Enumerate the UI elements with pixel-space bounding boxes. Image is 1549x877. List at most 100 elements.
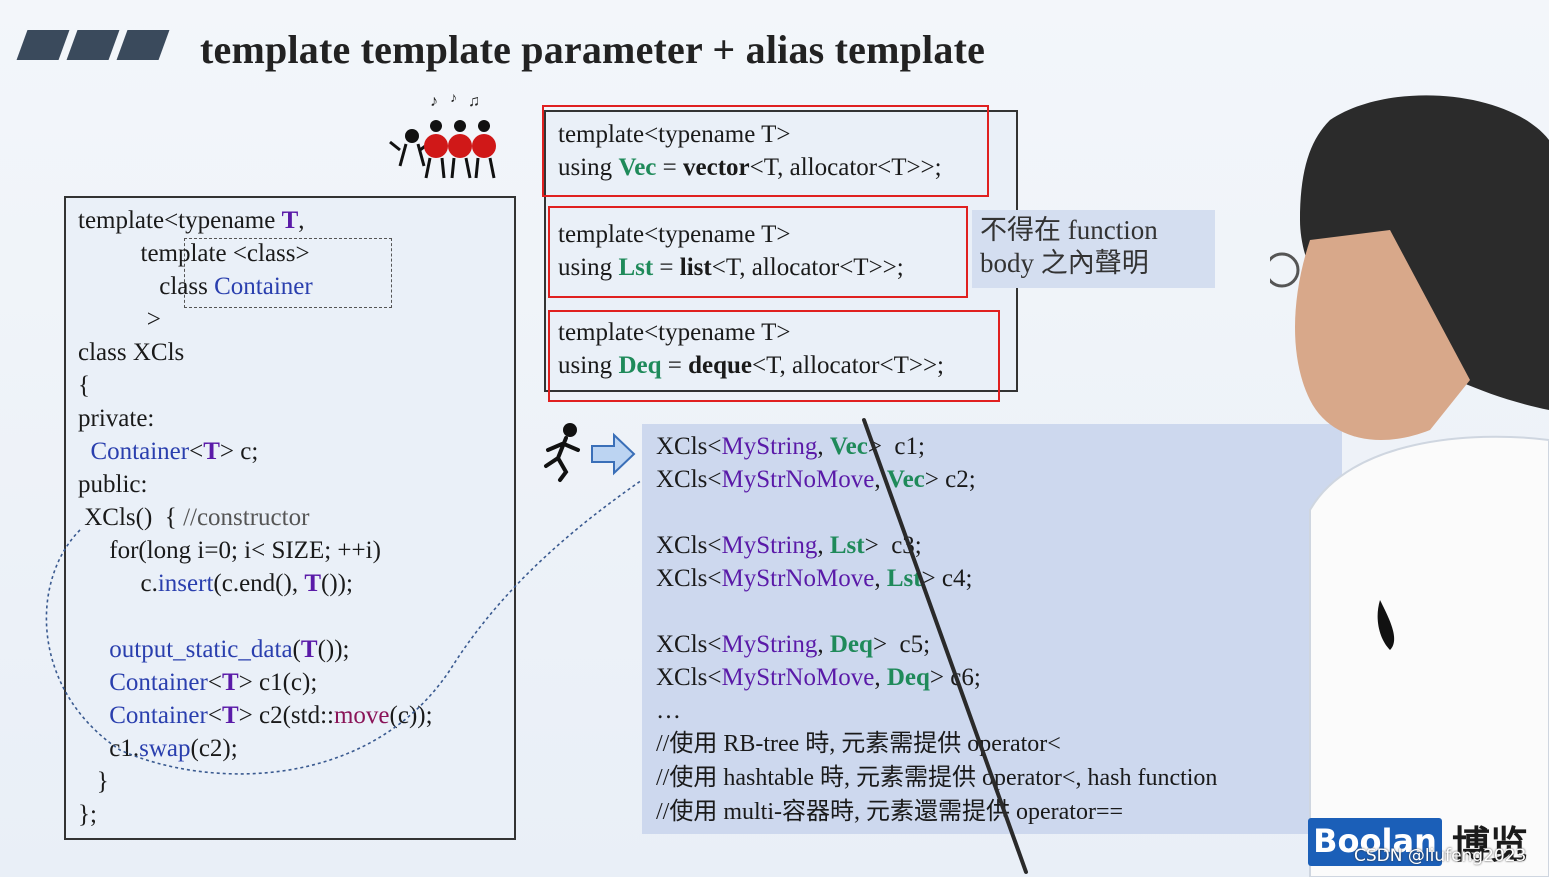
usage-comment: //使用 hashtable 時, 元素需提供 operator<, hash … xyxy=(656,765,1218,791)
code-text: < xyxy=(207,669,222,696)
code-line: class Container xyxy=(78,273,313,300)
code-text: deque xyxy=(688,352,753,379)
code-text: > c2; xyxy=(924,466,976,493)
code-type-param: T xyxy=(281,207,299,234)
code-line: template<typename T> xyxy=(558,221,791,248)
code-text: output_static_data xyxy=(109,636,293,663)
speaker-figure xyxy=(1270,95,1549,877)
alias-note: 不得在 function body 之內聲明 xyxy=(972,210,1215,288)
code-text: , xyxy=(874,664,887,691)
code-line: c1.swap(c2); xyxy=(78,735,238,762)
code-text: Container xyxy=(109,669,208,696)
code-text: c1. xyxy=(109,735,140,762)
code-line: using Vec = vector<T, allocator<T>>; xyxy=(558,154,942,181)
code-line: template <class> xyxy=(78,240,310,267)
code-line: for(long i=0; i< SIZE; ++i) xyxy=(78,537,381,564)
code-text: swap xyxy=(139,735,191,762)
slide-title: template template parameter + alias temp… xyxy=(200,27,986,72)
usage-examples-box: XCls<MyString, Vec> c1; XCls<MyStrNoMove… xyxy=(642,424,1342,834)
code-container-param: Container xyxy=(214,273,313,300)
alias-name: Deq xyxy=(618,352,662,379)
vec-alias-code: template<typename T> using Vec = vector<… xyxy=(558,118,942,184)
code-text: ()); xyxy=(317,636,350,663)
code-text: , xyxy=(298,207,305,234)
code-text: (c2); xyxy=(190,735,238,762)
template-template-param-box xyxy=(184,238,392,308)
code-text: > c2(std:: xyxy=(238,702,334,729)
code-text: } xyxy=(96,768,109,795)
code-text: class xyxy=(159,273,215,300)
xcls-code: template<typename T, template <class> cl… xyxy=(78,204,433,831)
deq-highlight-box xyxy=(548,310,1000,402)
code-text: T xyxy=(221,702,239,729)
usage-line: XCls<MyStrNoMove, Vec> c2; xyxy=(656,466,976,493)
code-text: insert xyxy=(157,570,214,597)
code-text: XCls< xyxy=(656,466,722,493)
code-text: MyStrNoMove xyxy=(721,565,875,592)
code-line: c.insert(c.end(), T()); xyxy=(78,570,353,597)
code-text: template <class> xyxy=(140,240,310,267)
code-text: MyString xyxy=(721,631,818,658)
code-line: Container<T> c; xyxy=(78,438,259,465)
dotted-connector xyxy=(45,479,643,775)
code-text: , xyxy=(874,565,887,592)
svg-text:♫: ♫ xyxy=(468,93,480,110)
code-text: MyStrNoMove xyxy=(721,466,875,493)
code-text: (c)); xyxy=(389,702,433,729)
code-text: XCls() { xyxy=(84,504,184,531)
code-text: , xyxy=(817,532,830,559)
pointer-stick xyxy=(862,418,1028,874)
code-text: XCls< xyxy=(656,664,722,691)
code-text: , xyxy=(874,466,887,493)
code-text: <T, allocator<T>>; xyxy=(711,254,904,281)
usage-comment: //使用 multi-容器時, 元素還需提供 operator== xyxy=(656,799,1124,825)
xcls-code-box: template<typename T, template <class> cl… xyxy=(64,196,516,840)
code-line: using Lst = list<T, allocator<T>>; xyxy=(558,254,904,281)
code-text: = xyxy=(653,254,680,281)
code-line: } xyxy=(78,768,109,795)
code-text: ()); xyxy=(321,570,353,597)
code-text: < xyxy=(207,702,222,729)
code-text: move xyxy=(333,702,390,729)
code-text: XCls< xyxy=(656,565,722,592)
code-text: Lst xyxy=(829,532,865,559)
boolan-logo-cn: 博览 xyxy=(1452,823,1529,867)
code-line: private: xyxy=(78,405,155,432)
code-text: < xyxy=(189,438,204,465)
alias-template-box xyxy=(544,110,1018,392)
csdn-watermark: CSDN @liufeng2023 xyxy=(1354,846,1527,866)
usage-line: XCls<MyStrNoMove, Lst> c4; xyxy=(656,565,972,592)
code-text: T xyxy=(221,669,239,696)
runner-clipart-icon xyxy=(544,423,580,482)
code-text: using xyxy=(558,254,619,281)
usage-line: XCls<MyString, Lst> c3; xyxy=(656,532,922,559)
code-text: c. xyxy=(140,570,158,597)
alias-name: Lst xyxy=(618,254,654,281)
lst-highlight-box xyxy=(548,206,968,298)
decor-bar xyxy=(116,30,170,60)
code-text: XCls< xyxy=(656,532,722,559)
code-line: output_static_data(T()); xyxy=(78,636,349,663)
code-text: MyStrNoMove xyxy=(721,664,875,691)
code-line: template<typename T> xyxy=(558,319,791,346)
code-text: Container xyxy=(109,702,208,729)
code-text: Container xyxy=(90,438,190,465)
code-text: (c.end(), xyxy=(213,570,305,597)
code-text: > c5; xyxy=(872,631,931,658)
code-line: class XCls xyxy=(78,339,185,366)
code-text: <T, allocator<T>>; xyxy=(749,154,942,181)
right-arrow-icon xyxy=(591,432,636,476)
dancers-clipart-icon: ♪ ♪ ♫ xyxy=(389,91,496,179)
code-line: template<typename T, xyxy=(78,207,305,234)
code-line: { xyxy=(78,372,90,399)
code-line: > xyxy=(78,306,161,333)
lst-alias-code: template<typename T> using Lst = list<T,… xyxy=(558,218,904,284)
code-text: MyString xyxy=(721,532,818,559)
code-text: XCls< xyxy=(656,433,722,460)
usage-line: XCls<MyStrNoMove, Deq> c6; xyxy=(656,664,981,691)
code-text: using xyxy=(558,352,619,379)
code-line: using Deq = deque<T, allocator<T>>; xyxy=(558,352,944,379)
code-text: T xyxy=(300,636,318,663)
alias-name: Vec xyxy=(618,154,657,181)
